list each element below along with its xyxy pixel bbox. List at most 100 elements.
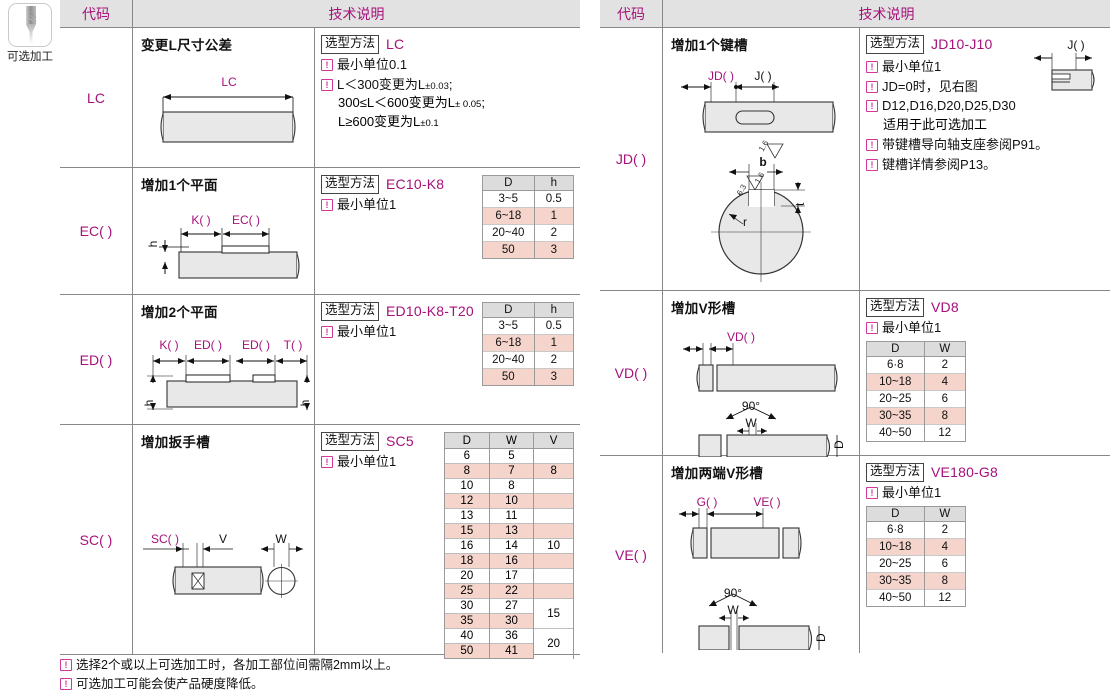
selection-code-vd: VD8	[931, 299, 959, 316]
table-row: 50 3	[482, 241, 575, 259]
row-sc: SC( ) 增加扳手槽 SC( ) V W	[60, 425, 580, 659]
code-ec: EC( )	[79, 223, 113, 239]
note-lc-line-0: 300≤L＜600变更为L± 0.05;	[338, 95, 485, 111]
table-header-row: D h	[482, 302, 575, 318]
table-header-row: D W	[866, 505, 967, 522]
warning-icon: !	[321, 455, 333, 468]
note-jd-3: ! 带键槽导向轴支座参阅P91。	[866, 136, 1110, 155]
table-row: 6~18 1	[482, 334, 575, 352]
svg-text:h: h	[146, 241, 160, 248]
col-v: V	[533, 432, 574, 449]
drawing-sc: 增加扳手槽 SC( ) V W	[132, 425, 314, 654]
table-row: 40~50 12	[866, 423, 967, 442]
cell-d: 35	[444, 613, 490, 629]
table-vd: D W 6·8 2 10~18 4 20~25 6	[866, 340, 967, 442]
cell-d: 3~5	[482, 317, 535, 335]
cell-w: 8	[488, 478, 535, 494]
selection-line-ve: 选型方法 VE180-G8	[866, 463, 1110, 482]
svg-text:1.6: 1.6	[757, 138, 771, 153]
cell-v	[533, 448, 574, 464]
cell-w: 7	[488, 463, 535, 479]
cell-h: 1	[533, 334, 575, 352]
selection-method-label-ve: 选型方法	[866, 463, 925, 482]
svg-text:ED( ): ED( )	[242, 338, 270, 352]
note-text: 带键槽导向轴支座参阅P91。	[882, 137, 1049, 153]
drawing-vd: 增加V形槽 VD( ) 90° W	[662, 291, 859, 457]
note-lc-0: ! 最小单位0.1	[321, 56, 580, 75]
warning-icon: !	[60, 658, 72, 671]
code-sc: SC( )	[79, 531, 113, 548]
col-w: W	[923, 340, 967, 357]
warning-icon: !	[321, 198, 333, 211]
table-row: 16 14 10	[444, 538, 574, 554]
cell-v	[533, 478, 574, 494]
cell-d: 20~25	[866, 554, 925, 573]
cell-h: 1	[533, 207, 575, 225]
svg-text:b: b	[759, 155, 766, 169]
note-sc-0: ! 最小单位1	[321, 453, 444, 472]
cell-d: 50	[482, 368, 535, 386]
table-row: 35 30	[444, 613, 574, 629]
note-text: 最小单位0.1	[337, 56, 408, 72]
cell-d: 40~50	[866, 588, 925, 607]
table-row: 30~35 8	[866, 571, 967, 590]
warning-icon: !	[866, 139, 878, 152]
table-row: 6 5	[444, 448, 574, 464]
table-row: 50 41	[444, 643, 574, 659]
optional-machining-icon-block: 可选加工	[6, 3, 54, 64]
cell-d: 16	[444, 538, 490, 554]
left-table: 代码 技术说明 LC 变更L尺寸公差 LC	[60, 0, 580, 659]
svg-text:VD( ): VD( )	[727, 330, 755, 344]
selection-line-vd: 选型方法 VD8	[866, 298, 1110, 317]
cell-d: 25	[444, 583, 490, 599]
svg-text:K( ): K( )	[159, 338, 178, 352]
cell-w: 2	[923, 520, 967, 539]
inset-drawing-jd: J( )	[1030, 36, 1104, 98]
title-jd: 增加1个键槽	[671, 38, 748, 53]
table-row: 8 7 8	[444, 463, 574, 479]
note-ve-0: ! 最小单位1	[866, 484, 1110, 503]
svg-text:D: D	[832, 440, 846, 449]
svg-text:T( ): T( )	[284, 338, 303, 352]
selection-method-label-lc: 选型方法	[321, 35, 380, 54]
row-jd: JD( ) 增加1个键槽 JD( ) J( )	[600, 28, 1110, 291]
cell-w: 8	[923, 571, 967, 590]
svg-text:K( ): K( )	[191, 213, 210, 227]
cell-d: 15	[444, 523, 490, 539]
code-ed: ED( )	[79, 351, 113, 368]
selection-line-ec: 选型方法 EC10-K8	[321, 175, 482, 194]
svg-text:EC( ): EC( )	[232, 213, 260, 227]
note-text: 最小单位1	[882, 58, 942, 74]
spec-jd: 选型方法 JD10-J10 J( )	[859, 28, 1110, 290]
note-lc-line-1: L≥600变更为L±0.1	[338, 114, 439, 130]
warning-icon: !	[60, 677, 72, 690]
svg-text:JD( ): JD( )	[708, 69, 734, 83]
spec-ed: 选型方法 ED10-K8-T20 ! 最小单位1 D h	[314, 295, 580, 424]
table-row: 13 11	[444, 508, 574, 524]
warning-icon: !	[866, 100, 878, 113]
warning-icon: !	[321, 78, 333, 91]
cell-d: 40~50	[866, 423, 925, 442]
svg-text:t: t	[793, 202, 807, 206]
cell-v	[533, 583, 574, 599]
spec-lc: 选型方法 LC ! 最小单位0.1 ! L＜300变更为L±0.03; 300≤…	[314, 28, 580, 167]
note-text: D12,D16,D20,D25,D30	[882, 98, 1016, 114]
cell-w: 11	[488, 508, 535, 524]
code-lc: LC	[87, 89, 105, 106]
table-row: 30~35 8	[866, 406, 967, 425]
col-d: D	[482, 302, 535, 318]
table-row: 6·8 2	[866, 520, 967, 539]
svg-text:W: W	[275, 532, 287, 546]
cell-w: 36	[488, 628, 535, 644]
note-text: JD=0时，见右图	[882, 78, 978, 94]
note-text: L＜300变更为L±0.03;	[337, 76, 453, 92]
table-row: 30 27 15	[444, 598, 574, 629]
cell-d: 6~18	[482, 207, 535, 225]
warning-icon: !	[866, 321, 878, 334]
svg-text:J( ): J( )	[754, 69, 771, 83]
footer-note-0: ! 选择2个或以上可选加工时，各加工部位间需隔2mm以上。	[60, 656, 580, 674]
selection-method-label-sc: 选型方法	[321, 432, 380, 451]
cell-w: 30	[488, 613, 535, 629]
note-jd-2: ! D12,D16,D20,D25,D30	[866, 97, 1110, 116]
